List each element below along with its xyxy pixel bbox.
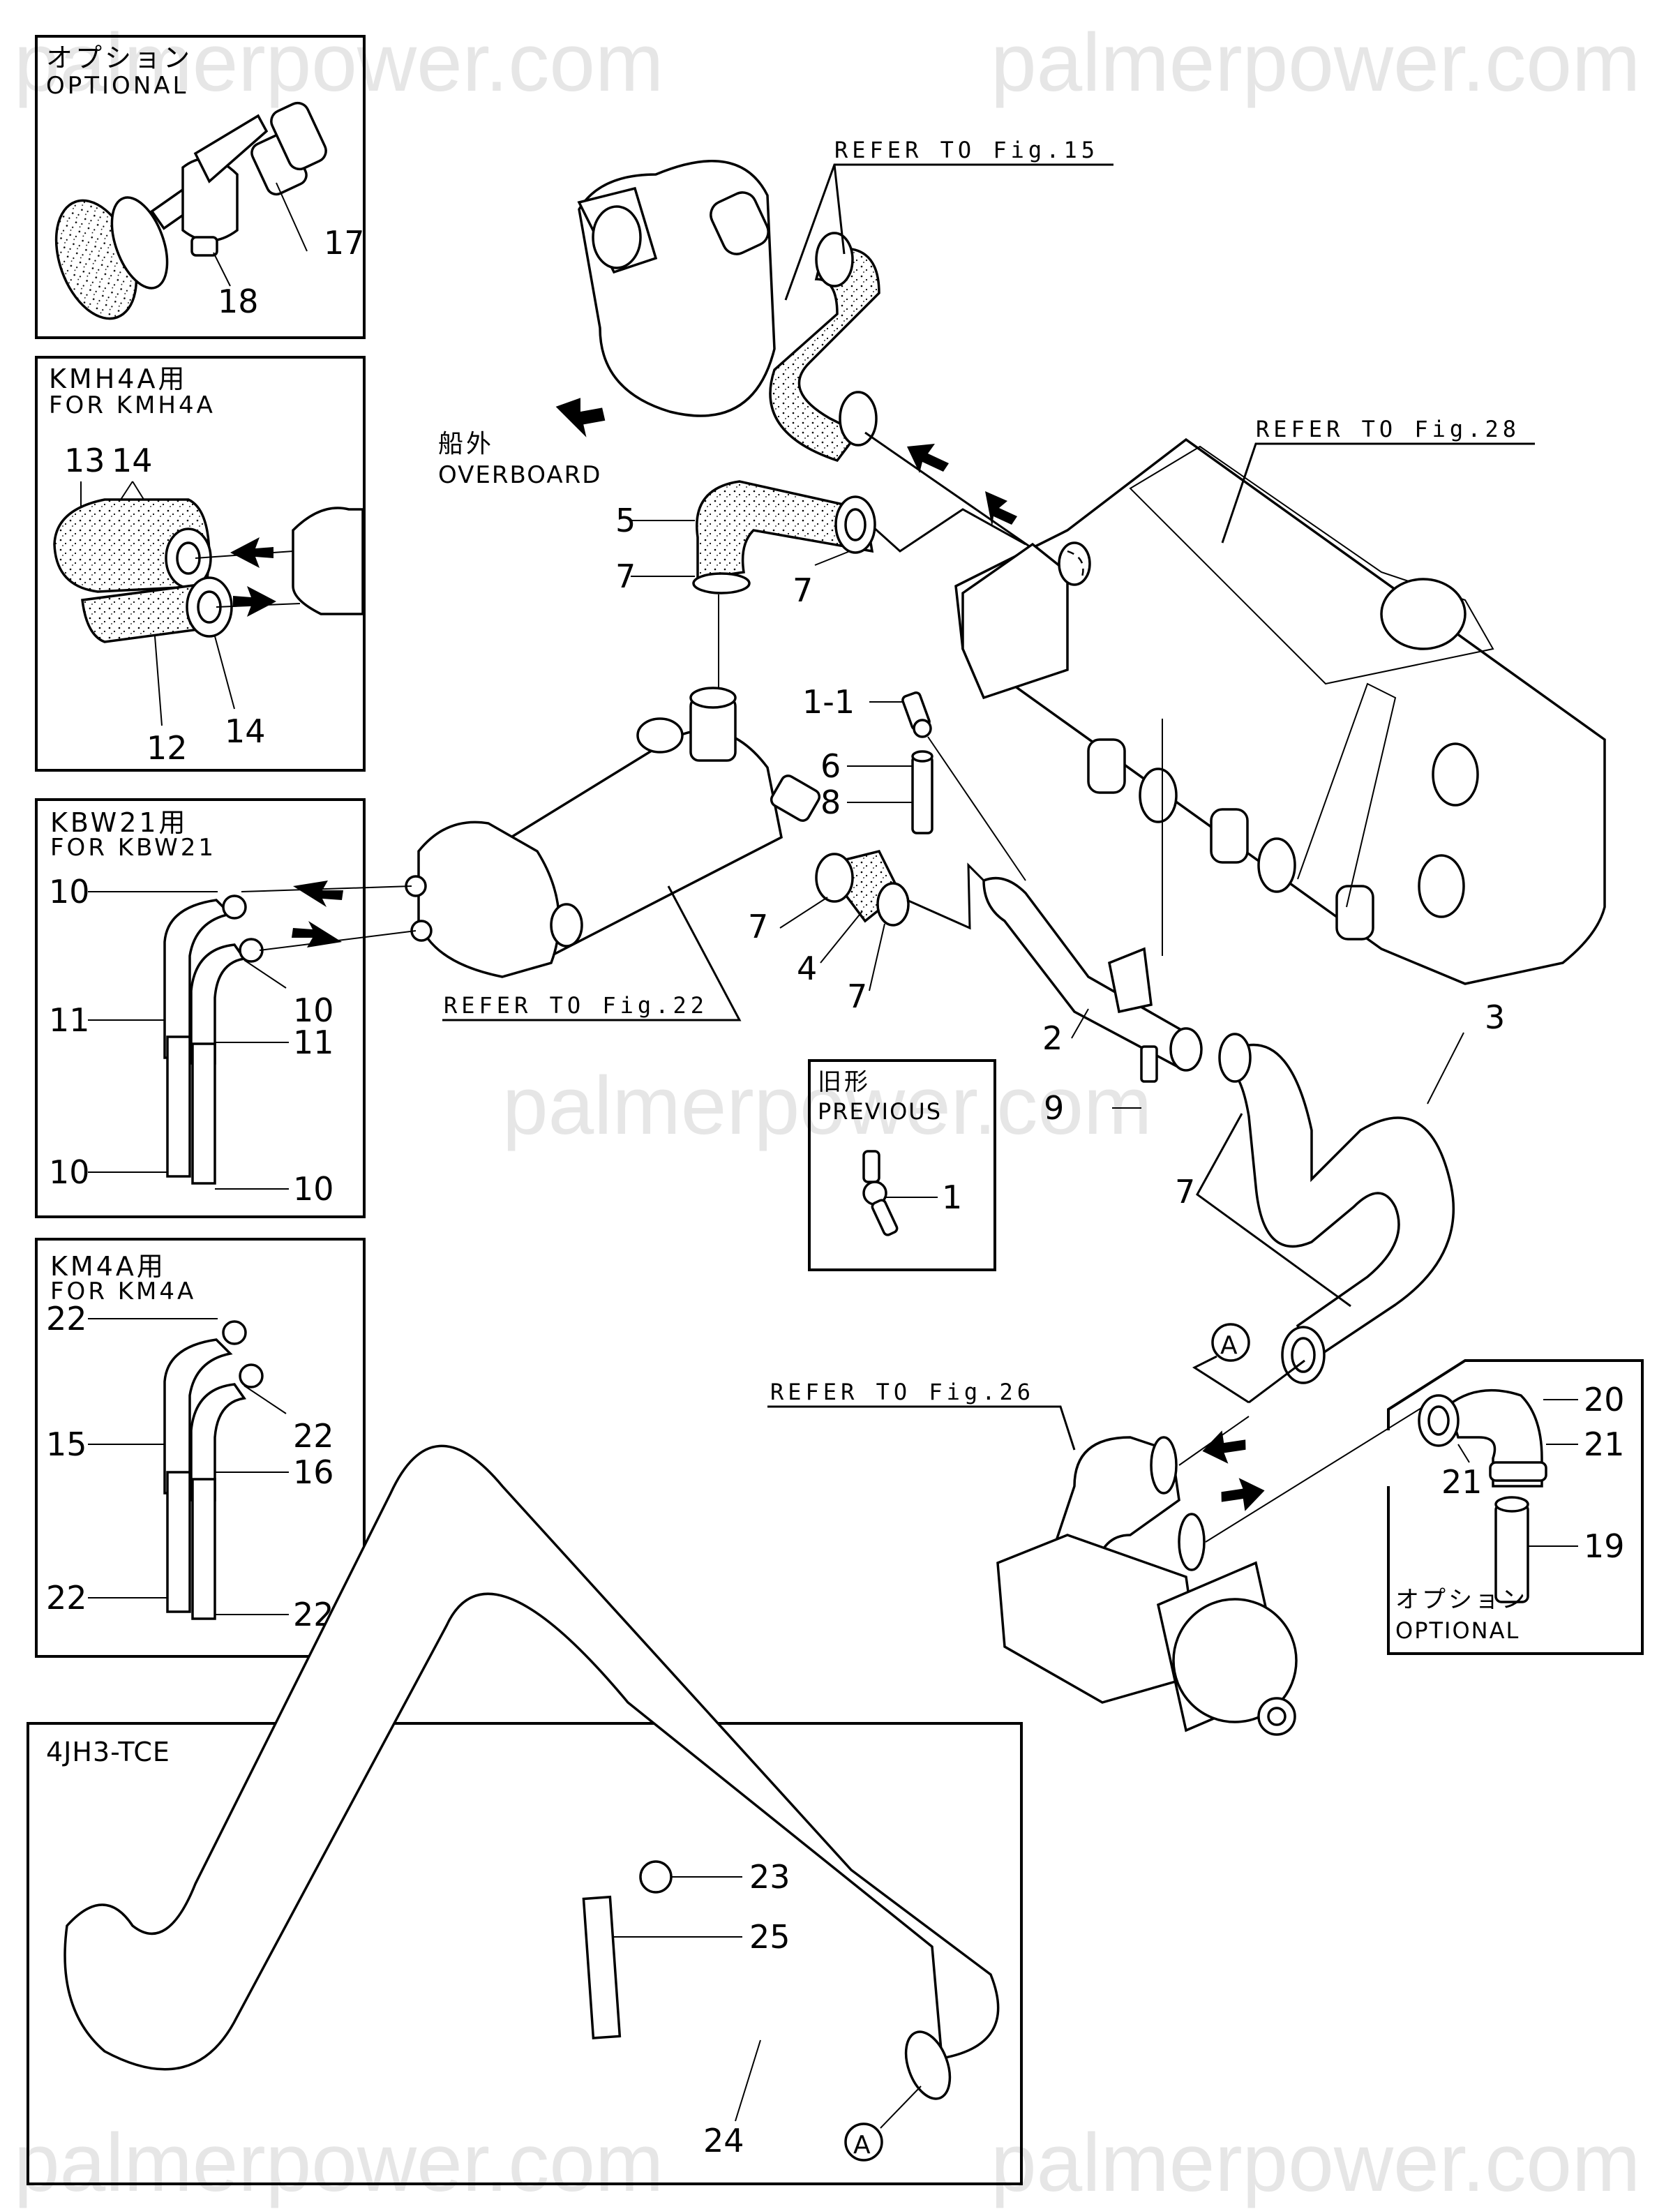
flow-arrow-kbw-in (292, 921, 342, 948)
callout-16: 16 (293, 1453, 334, 1491)
callout-1: 1 (942, 1178, 962, 1216)
watermark-bottom-left: palmerpower.com (14, 2117, 663, 2209)
callout-8: 8 (820, 784, 841, 821)
inset-4jh3-tce: 4JH3-TCE 23 25 24 A (27, 1444, 1023, 2185)
callout-17: 17 (324, 224, 365, 262)
callout-22b: 22 (293, 1417, 334, 1455)
callout-10a: 10 (49, 873, 90, 911)
connector-a-tce: A (853, 2131, 871, 2159)
overboard-jp: 船外 (438, 430, 494, 458)
hose-4 (815, 849, 910, 927)
refer-fig28: REFER TO Fig.28 (1256, 416, 1520, 442)
inset-title-jp: 旧形 (818, 1068, 871, 1096)
watermark-middle: palmerpower.com (502, 1060, 1152, 1152)
pipe-6-8 (911, 750, 933, 834)
watermark-top-left: palmerpower.com (14, 17, 663, 109)
elbow-fitting-icon (862, 1150, 899, 1236)
inset-title-jp: KM4A用 (50, 1251, 166, 1282)
inset-title-en: FOR KMH4A (49, 391, 216, 419)
callout-7d: 7 (847, 978, 867, 1015)
inset-title-jp: KMH4A用 (49, 364, 187, 394)
inset-title: 4JH3-TCE (46, 1737, 170, 1767)
flow-arrow-kbw-out (293, 881, 343, 907)
flow-arrow-in (907, 444, 949, 473)
watermarks: palmerpower.com palmerpower.com palmerpo… (14, 17, 1640, 2209)
callout-12: 12 (147, 729, 188, 767)
flow-arrow-pump-in (1221, 1478, 1265, 1511)
callout-21b: 21 (1441, 1463, 1483, 1501)
callout-7c: 7 (748, 908, 768, 945)
callout-11a: 11 (49, 1001, 90, 1039)
inset-title-en: OPTIONAL (46, 72, 188, 100)
watermark-top-right: palmerpower.com (991, 17, 1640, 109)
callout-7a: 7 (615, 557, 636, 595)
callout-18: 18 (218, 283, 259, 320)
callout-3: 3 (1485, 998, 1505, 1036)
flow-arrow-out (985, 491, 1017, 527)
inset-title-en: OPTIONAL (1395, 1617, 1520, 1644)
inset-title-en: FOR KBW21 (50, 834, 216, 862)
inset-title-jp: オプション (46, 43, 193, 73)
callout-1-1: 1-1 (802, 683, 855, 721)
connector-a-main-circle (1211, 1323, 1250, 1362)
inset-kmh4a: KMH4A用 FOR KMH4A 13 14 12 14 (35, 356, 366, 772)
callout-23: 23 (749, 1858, 790, 1896)
drain-tap-icon (54, 101, 327, 320)
callout-22a: 22 (46, 1300, 87, 1338)
callout-14b: 14 (225, 712, 266, 750)
callout-20: 20 (1584, 1381, 1625, 1418)
hose-3 (1218, 1033, 1455, 1384)
exhaust-elbow (577, 160, 880, 463)
callout-14: 14 (112, 442, 153, 479)
inset-kbw21: KBW21用 FOR KBW21 10 10 11 11 10 10 (35, 798, 366, 1218)
fitting-1-1 (901, 691, 932, 738)
callout-4: 4 (797, 950, 817, 987)
hose-5 (692, 480, 876, 594)
inset-title-jp: KBW21用 (50, 807, 188, 838)
refer-fig15: REFER TO Fig.15 (834, 137, 1099, 163)
callout-10d: 10 (293, 1170, 334, 1208)
callout-11b: 11 (293, 1024, 334, 1061)
heat-exchanger (405, 687, 821, 978)
inset-optional-drain-tap: オプション OPTIONAL 17 18 (35, 35, 366, 339)
inset-km4a: KM4A用 FOR KM4A 22 22 15 16 22 22 (35, 1238, 366, 1658)
callout-2: 2 (1042, 1019, 1063, 1057)
refer-fig26: REFER TO Fig.26 (770, 1379, 1035, 1405)
callout-10b: 10 (293, 991, 334, 1029)
overboard-arrow (555, 398, 606, 437)
watermark-bottom-right: palmerpower.com (991, 2117, 1640, 2209)
callout-21a: 21 (1584, 1425, 1625, 1463)
callout-22c: 22 (46, 1579, 87, 1617)
inset-title-en: PREVIOUS (818, 1098, 942, 1125)
flow-arrow-pump-out (1202, 1430, 1246, 1464)
callout-25: 25 (749, 1918, 790, 1956)
overboard-en: OVERBOARD (438, 461, 601, 489)
connector-a-main: A (1220, 1331, 1238, 1360)
callout-9: 9 (1044, 1089, 1064, 1127)
callout-5: 5 (615, 502, 636, 539)
engine-block (954, 437, 1606, 985)
water-pump (996, 1436, 1298, 1736)
inset-title-jp: オプション (1395, 1586, 1528, 1614)
callout-13: 13 (64, 442, 105, 479)
callout-15: 15 (46, 1425, 87, 1463)
inset-title-en: FOR KM4A (50, 1278, 196, 1305)
callout-6: 6 (820, 747, 841, 785)
callout-7e: 7 (1175, 1173, 1195, 1211)
pipe-2 (982, 876, 1203, 1083)
inset-previous: 旧形 PREVIOUS 1 (808, 1059, 996, 1271)
callout-10c: 10 (49, 1153, 90, 1191)
callout-19: 19 (1584, 1527, 1625, 1565)
callout-7b: 7 (793, 571, 813, 609)
refer-fig22: REFER TO Fig.22 (444, 992, 708, 1019)
inset-optional-elbow (1387, 1359, 1644, 1655)
callout-24: 24 (703, 2122, 744, 2159)
